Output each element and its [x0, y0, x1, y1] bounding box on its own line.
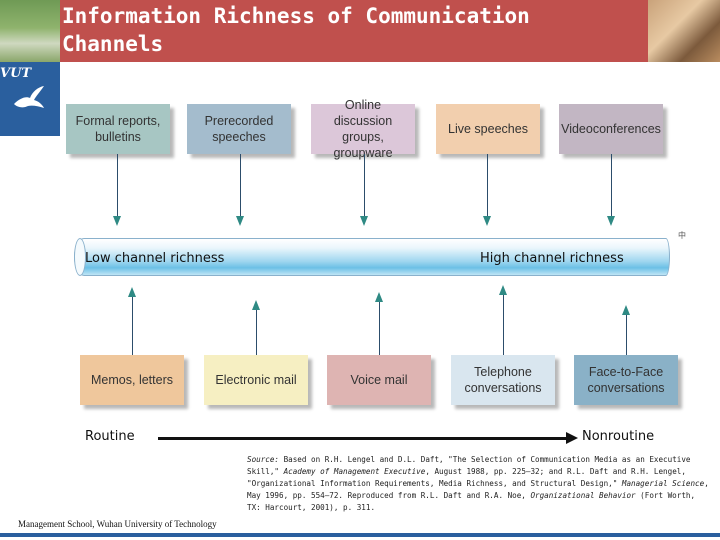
arrow-line	[379, 302, 380, 355]
arrow-down-icon	[607, 216, 615, 226]
channel-box-formal-reports: Formal reports, bulletins	[66, 104, 170, 154]
channel-box-electronic-mail: Electronic mail	[204, 355, 308, 405]
arrow-line	[364, 154, 365, 216]
channel-label: Videoconferences	[561, 122, 661, 136]
source-journal: Managerial Science	[621, 479, 705, 488]
tube-end-cap	[74, 238, 86, 276]
page-title: Information Richness of Communication Ch…	[62, 4, 530, 56]
arrow-line	[240, 154, 241, 216]
arrow-line	[256, 310, 257, 355]
arrow-line	[117, 154, 118, 216]
bird-logo-icon	[14, 86, 44, 108]
high-richness-label: High channel richness	[480, 251, 624, 266]
channel-label: Electronic mail	[215, 373, 297, 387]
arrow-right-icon	[566, 432, 578, 444]
low-richness-label: Low channel richness	[85, 251, 225, 266]
students-photo	[648, 0, 720, 62]
channel-box-online-discussion: Online discussion groups, groupware	[311, 98, 415, 160]
channel-box-voice-mail: Voice mail	[327, 355, 431, 405]
source-text: Based on R.H. Lengel and D.L. Daft, "The…	[247, 455, 691, 476]
arrow-line	[487, 154, 488, 216]
university-logo-text: VUT	[0, 66, 32, 81]
arrow-up-icon	[499, 285, 507, 295]
routine-scale-line	[158, 437, 568, 440]
source-prefix: Source:	[247, 455, 280, 464]
arrow-line	[132, 297, 133, 355]
channel-label: Voice mail	[350, 373, 408, 387]
source-text: , May 1996, pp. 554–72. Reproduced from …	[247, 479, 709, 500]
arrow-line	[503, 295, 504, 355]
arrow-line	[626, 315, 627, 355]
arrow-down-icon	[236, 216, 244, 226]
page-mark: 中	[678, 231, 686, 240]
routine-label: Routine	[85, 429, 135, 444]
channel-box-videoconferences: Videoconferences	[559, 104, 663, 154]
channel-box-memos-letters: Memos, letters	[80, 355, 184, 405]
channel-label: Telephone conversations	[464, 365, 542, 395]
arrow-down-icon	[360, 216, 368, 226]
source-text: , August 1988, pp. 225–32; and R.L. Daft…	[247, 467, 686, 488]
channel-label: Formal reports, bulletins	[75, 114, 161, 144]
source-text: (Fort Worth, TX: Harcourt, 2001), p. 311…	[247, 491, 696, 512]
channel-label: Online discussion groups, groupware	[333, 98, 393, 160]
channel-label: Memos, letters	[91, 373, 173, 387]
channel-box-prerecorded-speeches: Prerecorded speeches	[187, 104, 291, 154]
arrow-up-icon	[252, 300, 260, 310]
source-book: Organizational Behavior	[530, 491, 636, 500]
sidebar-logo-panel: VUT	[0, 62, 60, 136]
channel-box-live-speeches: Live speeches	[436, 104, 540, 154]
channel-label: Face-to-Face conversations	[587, 365, 665, 395]
nonroutine-label: Nonroutine	[582, 429, 655, 444]
header-band	[0, 0, 720, 62]
richness-tube	[74, 238, 670, 276]
arrow-up-icon	[128, 287, 136, 297]
footer-bar	[0, 533, 720, 537]
channel-box-face-to-face: Face-to-Face conversations	[574, 355, 678, 405]
channel-label: Prerecorded speeches	[204, 114, 274, 144]
source-journal: Academy of Management Executive	[283, 467, 426, 476]
arrow-up-icon	[375, 292, 383, 302]
arrow-line	[611, 154, 612, 216]
channel-label: Live speeches	[448, 122, 528, 136]
arrow-up-icon	[622, 305, 630, 315]
source-citation: Source: Based on R.H. Lengel and D.L. Da…	[247, 454, 713, 514]
footer-institution: Management School, Wuhan University of T…	[18, 519, 217, 529]
campus-photo	[0, 0, 60, 62]
arrow-down-icon	[113, 216, 121, 226]
arrow-down-icon	[483, 216, 491, 226]
channel-box-telephone: Telephone conversations	[451, 355, 555, 405]
